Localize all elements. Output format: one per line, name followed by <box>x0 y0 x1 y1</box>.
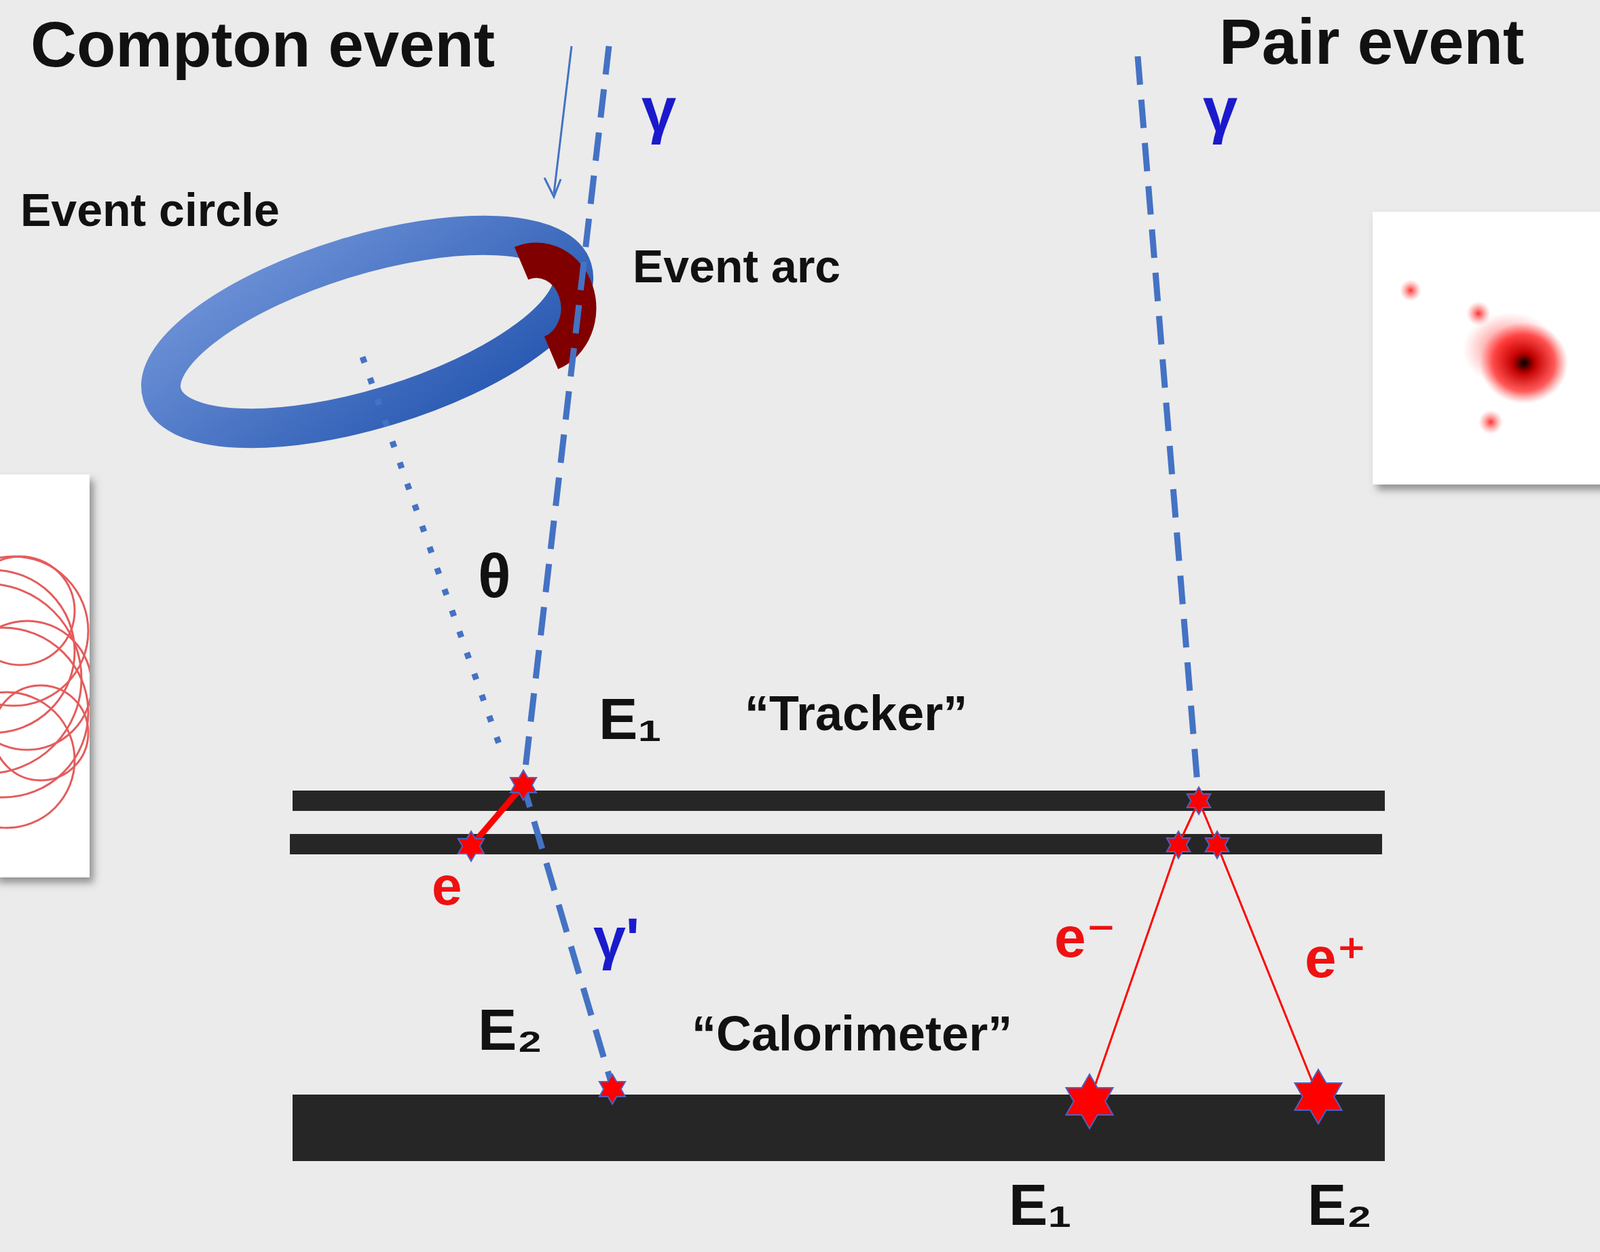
interaction-star <box>510 770 537 801</box>
title-label: Compton event <box>30 9 495 80</box>
interaction-star <box>599 1074 626 1105</box>
part-label: “Tracker” <box>744 686 968 741</box>
compton-image-inset <box>0 474 92 878</box>
title-label: Pair event <box>1219 6 1524 77</box>
direction-arrow <box>553 46 572 194</box>
photon-label: γ <box>641 76 677 145</box>
photon-label: γ' <box>593 906 640 971</box>
interaction-star <box>1294 1069 1342 1125</box>
photon-path <box>1137 56 1199 802</box>
region-label: Event arc <box>632 240 841 292</box>
particle-label: e⁻ <box>1054 906 1116 969</box>
interaction-star <box>1065 1074 1113 1129</box>
pair-image-inset <box>1372 211 1600 485</box>
event-circle <box>139 196 595 469</box>
interaction-star <box>458 831 485 862</box>
energy-label: E₂ <box>477 997 544 1063</box>
pair-tracks <box>1089 801 1319 1102</box>
angle-label: θ <box>477 543 512 611</box>
interaction-star <box>1166 831 1191 859</box>
calorimeter-block <box>292 1094 1385 1162</box>
interaction-star <box>1187 787 1212 815</box>
energy-label: E₁ <box>1008 1173 1072 1238</box>
arrowhead <box>544 177 561 197</box>
photon-label: γ <box>1202 76 1238 145</box>
interaction-star <box>1205 831 1230 859</box>
energy-label: E₂ <box>1307 1173 1373 1238</box>
part-label: “Calorimeter” <box>691 1007 1013 1062</box>
event-arc <box>521 259 579 353</box>
energy-label: E₁ <box>598 686 662 752</box>
particle-label: e <box>431 856 463 917</box>
particle-label: e⁺ <box>1304 926 1367 990</box>
tracker-layer <box>292 790 1385 812</box>
electron-track <box>471 785 524 847</box>
region-label: Event circle <box>20 184 280 236</box>
